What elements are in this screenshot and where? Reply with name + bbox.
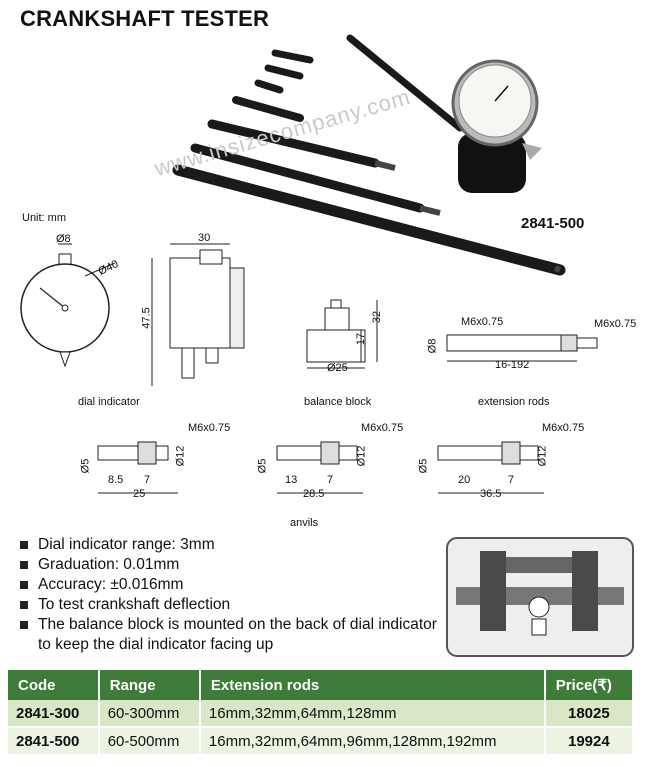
- dial-indicator-photo: [451, 59, 542, 193]
- page-title: CRANKSHAFT TESTER: [20, 6, 270, 31]
- header-price: Price(₹): [544, 670, 635, 700]
- product-photo: [172, 34, 566, 276]
- anvil-d-large: Ø12: [174, 445, 187, 467]
- header-rods: Extension rods: [199, 670, 546, 700]
- anvil-thread: M6x0.75: [361, 422, 404, 434]
- header-code: Code: [8, 670, 100, 700]
- range-cell: 60-500mm: [98, 727, 201, 754]
- dial-indicator-drawing: [20, 243, 245, 386]
- anvil-d-large: Ø12: [355, 445, 368, 467]
- application-illustration: [446, 537, 634, 657]
- anvil-a: 13: [285, 474, 298, 486]
- anvil-b: 7: [508, 474, 515, 486]
- anvil-2: M6x0.75 Ø5 Ø12 13 7 28.5: [255, 418, 435, 508]
- balance-h1: 17: [355, 332, 368, 346]
- table-row: 2841-500 60-500mm 16mm,32mm,64mm,96mm,12…: [8, 727, 635, 754]
- dial-caption: dial indicator: [78, 396, 140, 408]
- bullet-icon: [20, 541, 28, 549]
- rods-cell: 16mm,32mm,64mm,96mm,128mm,192mm: [199, 727, 546, 754]
- price-cell: 19924: [544, 727, 635, 754]
- rods-cell: 16mm,32mm,64mm,128mm: [199, 700, 546, 728]
- code-cell: 2841-300: [8, 700, 100, 728]
- bullet-icon: [20, 561, 28, 569]
- anvils-caption: anvils: [290, 517, 319, 529]
- anvil-d-small: Ø5: [256, 458, 269, 474]
- anvil-thread: M6x0.75: [188, 422, 231, 434]
- code-cell: 2841-500: [8, 727, 100, 754]
- anvil-b: 7: [327, 474, 334, 486]
- anvil-3: M6x0.75 Ø5 Ø12 20 7 36.5: [416, 418, 616, 508]
- unit-label: Unit: mm: [22, 212, 66, 224]
- anvil-1: M6x0.75 Ø5 Ø12 8.5 7 25: [78, 418, 258, 508]
- bullet-icon: [20, 621, 28, 629]
- rod-dia: Ø8: [426, 338, 439, 354]
- anvil-total: 25: [133, 488, 146, 500]
- balance-h2: 32: [371, 310, 384, 324]
- dial-height: 47.5: [140, 307, 153, 329]
- anvil-total: 28.5: [303, 488, 325, 500]
- feature-item: Dial indicator range: 3mm: [20, 535, 440, 555]
- anvils-photo: [232, 49, 314, 122]
- anvil-d-small: Ø5: [417, 458, 430, 474]
- header-range: Range: [98, 670, 201, 700]
- anvil-total: 36.5: [480, 488, 502, 500]
- feature-item: Graduation: 0.01mm: [20, 555, 440, 575]
- rods-caption: extension rods: [478, 396, 550, 408]
- anvil-d-small: Ø5: [79, 458, 92, 474]
- anvil-b: 7: [144, 474, 151, 486]
- dial-dia-small: Ø8: [56, 233, 71, 245]
- anvil-thread: M6x0.75: [542, 422, 585, 434]
- range-cell: 60-300mm: [98, 700, 201, 728]
- feature-item: The balance block is mounted on the back…: [20, 615, 440, 655]
- balance-caption: balance block: [304, 396, 372, 408]
- extension-rod-drawing: [446, 334, 598, 362]
- price-cell: 18025: [544, 700, 635, 728]
- dial-width: 30: [198, 232, 211, 244]
- anvil-a: 20: [458, 474, 471, 486]
- rod-length: 16-192: [495, 359, 530, 371]
- feature-item: Accuracy: ±0.016mm: [20, 575, 440, 595]
- bullet-icon: [20, 581, 28, 589]
- model-number: 2841-500: [521, 215, 585, 232]
- anvil-a: 8.5: [108, 474, 124, 486]
- bullet-icon: [20, 601, 28, 609]
- rod-thread-left: M6x0.75: [461, 316, 504, 328]
- table-header: Code Range Extension rods Price(₹): [8, 670, 635, 700]
- feature-item: To test crankshaft deflection: [20, 595, 440, 615]
- anvil-d-large: Ø12: [536, 445, 549, 467]
- rod-thread-right: M6x0.75: [594, 318, 637, 330]
- table-row: 2841-300 60-300mm 16mm,32mm,64mm,128mm 1…: [8, 700, 635, 728]
- balance-block-drawing: [306, 299, 378, 369]
- extension-rods-photo: [172, 34, 566, 276]
- price-table: Code Range Extension rods Price(₹) 2841-…: [8, 670, 635, 754]
- balance-dia: Ø25: [327, 362, 348, 374]
- feature-list: Dial indicator range: 3mm Graduation: 0.…: [20, 535, 440, 655]
